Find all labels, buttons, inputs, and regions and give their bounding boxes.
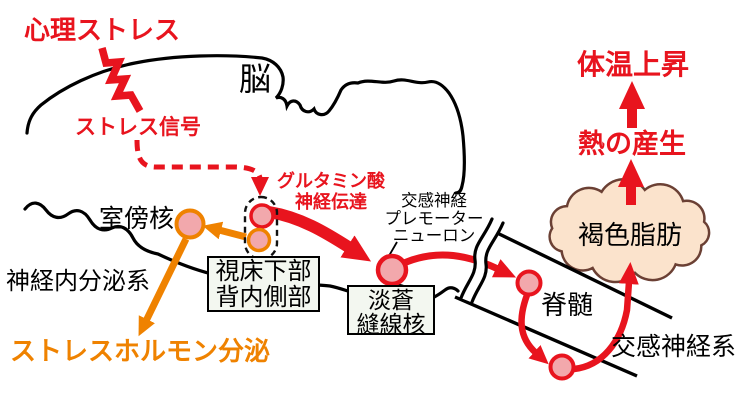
glutamate-arrow xyxy=(267,206,372,262)
stress-signal-dashed-arrow xyxy=(134,139,269,196)
raphe-box: 淡蒼 縫線核 xyxy=(347,285,435,336)
break-mark-right xyxy=(470,221,505,304)
pvn-label: 室傍核 xyxy=(99,205,175,233)
break-mark-left xyxy=(459,217,494,300)
spinal-neuron-1 xyxy=(515,269,543,297)
heat-production-label: 熱の産生 xyxy=(578,129,686,159)
spinal-internal-arrow xyxy=(518,293,549,365)
break-mark-casing xyxy=(460,218,503,303)
temp-rise-label: 体温上昇 xyxy=(577,49,690,80)
brain-outline xyxy=(25,54,466,195)
lightning-bolt-icon xyxy=(98,47,144,113)
dmh-neuron-top xyxy=(249,203,275,229)
dmh-to-pvn-arrow xyxy=(202,221,247,241)
sympathetic-system-label: 交感神経系 xyxy=(611,333,737,361)
raphe-neuron xyxy=(375,253,409,287)
premotor-label: 交感神経 プレモーター ニューロン xyxy=(384,192,484,245)
brown-fat-label: 褐色脂肪 xyxy=(577,220,682,250)
stress-signal-label: ストレス信号 xyxy=(75,116,201,139)
spinal-neuron-2 xyxy=(548,353,576,381)
dmh-capsule xyxy=(243,195,279,261)
spinal-cord-label: 脊髄 xyxy=(541,290,594,320)
hypothalamus-box: 視床下部 背内側部 xyxy=(207,256,320,312)
spinal-cord-line-bottom xyxy=(454,295,638,378)
dmh-neuron-bottom xyxy=(246,227,272,253)
neuroendocrine-label: 神経内分泌系 xyxy=(6,268,150,295)
glutamate-label: グルタミン酸 神経伝達 xyxy=(277,171,385,212)
sympathetic-to-fat-arrow xyxy=(573,262,639,373)
stress-hormone-label: ストレスホルモン分泌 xyxy=(10,336,271,366)
spinal-cord-line-top xyxy=(488,227,673,320)
psych-stress-label: 心理ストレス xyxy=(24,15,181,45)
brown-fat-cloud xyxy=(548,178,711,284)
brain-label: 脳 xyxy=(239,61,272,97)
hormone-secretion-arrow xyxy=(138,237,190,337)
pvn-neuron xyxy=(174,208,206,240)
